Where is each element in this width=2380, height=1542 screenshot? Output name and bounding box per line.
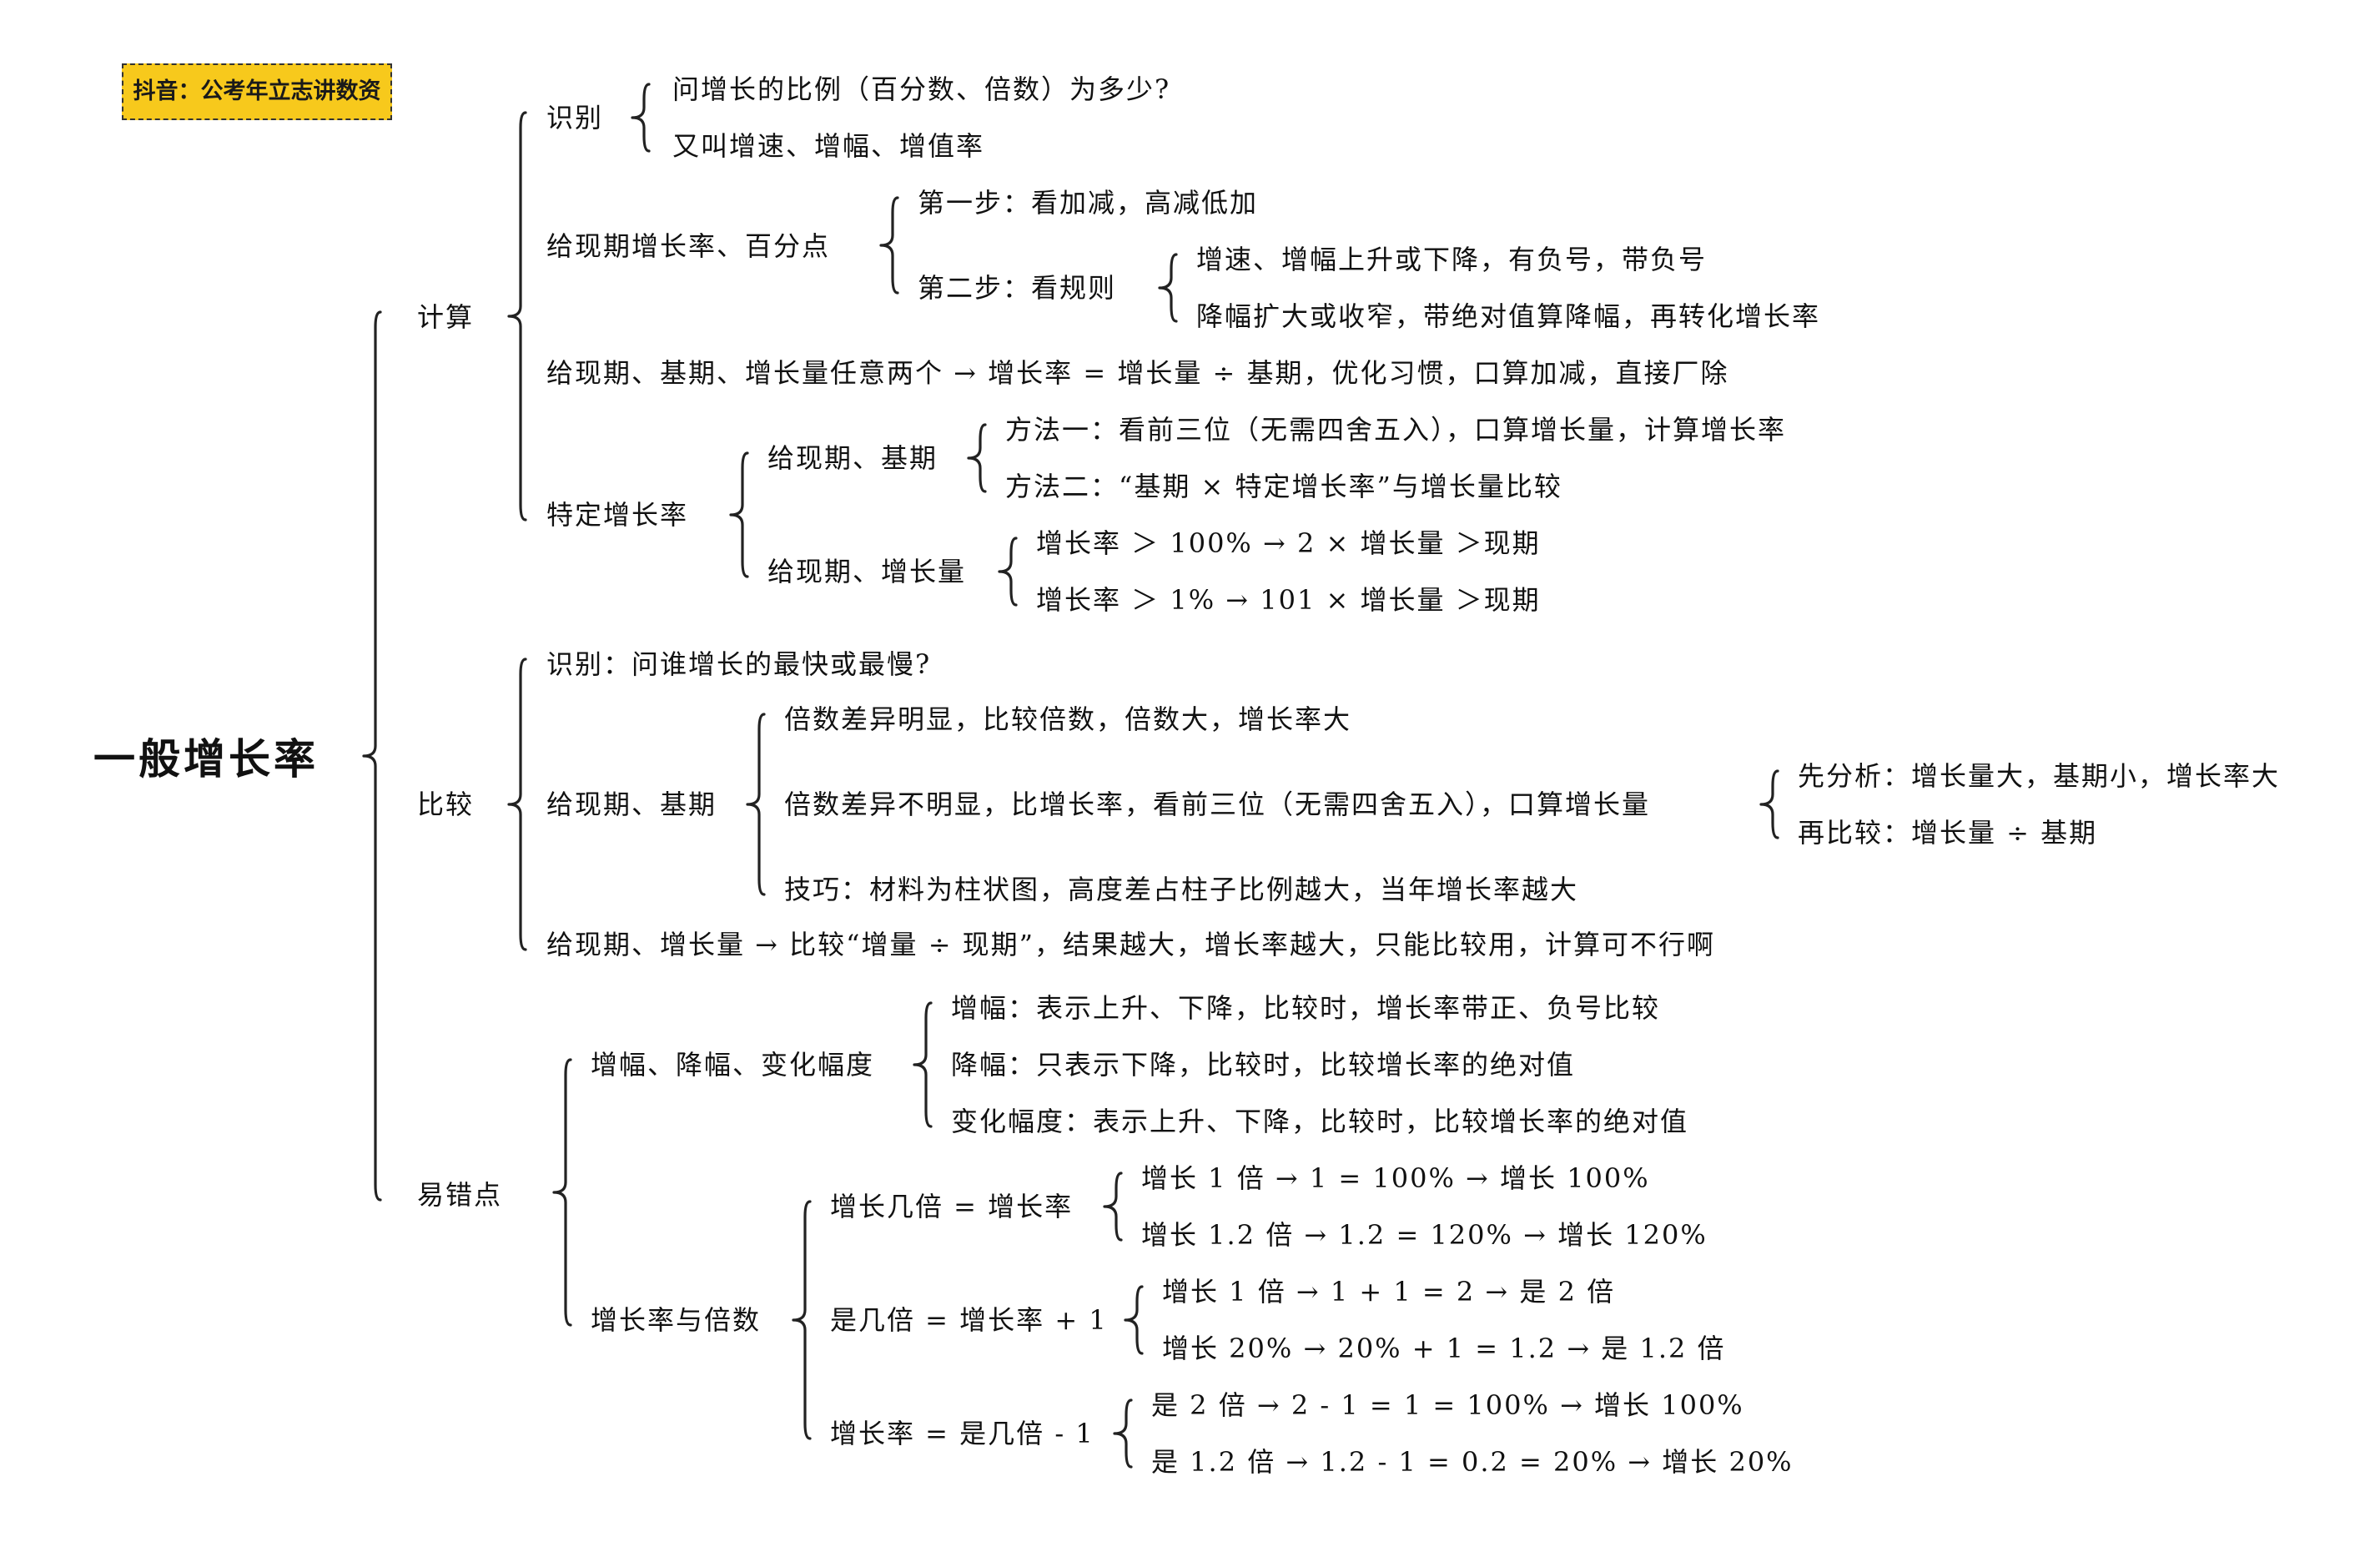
node-specific-base: 给现期、基期: [767, 442, 938, 474]
leaf-g2-1: 增长 1 倍 → 1 + 1 = 2 → 是 2 倍: [1162, 1276, 1616, 1308]
leaf-step1: 第一步：看加减，高减低加: [918, 187, 1259, 219]
node-calc: 计算: [417, 301, 475, 333]
node-g3: 增长率 = 是几倍 - 1: [830, 1418, 1094, 1449]
brace-specific-inc: [998, 537, 1018, 607]
root-topic: 一般增长率: [93, 734, 319, 784]
node-calc-identify: 识别: [546, 102, 604, 134]
node-step2: 第二步：看规则: [918, 272, 1117, 304]
brace-calc-identify: [631, 83, 651, 153]
leaf-step2-2: 降幅扩大或收窄，带绝对值算降幅，再转化增长率: [1196, 300, 1821, 332]
node-mistakes: 易错点: [417, 1179, 503, 1211]
brace-specific-base: [967, 423, 987, 493]
leaf-amp-3: 变化幅度：表示上升、下降，比较时，比较增长率的绝对值: [951, 1106, 1689, 1137]
leaf-g1-2: 增长 1.2 倍 → 1.2 = 120% → 增长 120%: [1141, 1219, 1708, 1251]
brace-not-obvious: [1759, 769, 1779, 839]
leaf-amp-2: 降幅：只表示下降，比较时，比较增长率的绝对值: [951, 1049, 1576, 1081]
leaf-g3-1: 是 2 倍 → 2 - 1 = 1 = 100% → 增长 100%: [1151, 1389, 1744, 1421]
leaf-given-two: 给现期、基期、增长量任意两个 → 增长率 = 增长量 ÷ 基期，优化习惯，口算加…: [546, 357, 1729, 389]
author-badge: 抖音：公考年立志讲数资: [122, 63, 392, 120]
brace-compare-base: [746, 713, 766, 896]
leaf-method1: 方法一：看前三位（无需四舍五入），口算增长量，计算增长率: [1005, 414, 1787, 446]
brace-mistakes: [552, 1058, 572, 1327]
leaf-inc-2: 增长率 ＞ 1% → 101 × 增长量 ＞现期: [1036, 584, 1541, 616]
leaf-amp-1: 增幅：表示上升、下降，比较时，增长率带正、负号比较: [951, 992, 1661, 1024]
brace-g2: [1124, 1285, 1144, 1355]
leaf-step2-1: 增速、增幅上升或下降，有负号，带负号: [1196, 244, 1708, 275]
brace-g1: [1103, 1172, 1123, 1242]
node-amplitude: 增幅、降幅、变化幅度: [591, 1049, 875, 1081]
leaf-analyze: 先分析：增长量大，基期小，增长率大: [1798, 760, 2281, 792]
leaf-calc-identify-2: 又叫增速、增幅、增值率: [672, 130, 985, 162]
leaf-calc-identify-1: 问增长的比例（百分数、倍数）为多少?: [672, 73, 1171, 105]
node-specific-inc: 给现期、增长量: [767, 556, 967, 587]
brace-rate-multiple: [792, 1200, 812, 1440]
leaf-method2: 方法二：“基期 × 特定增长率”与增长量比较: [1005, 471, 1562, 502]
brace-given-rate: [879, 196, 899, 295]
brace-specific: [729, 451, 749, 578]
brace-calc: [507, 111, 527, 522]
node-specific: 特定增长率: [546, 499, 689, 531]
leaf-g3-2: 是 1.2 倍 → 1.2 - 1 = 0.2 = 20% → 增长 20%: [1151, 1446, 1794, 1478]
brace-compare: [507, 658, 527, 951]
leaf-compare-identify: 识别：问谁增长的最快或最慢?: [546, 648, 932, 680]
node-rate-multiple: 增长率与倍数: [591, 1304, 762, 1336]
node-compare-base: 给现期、基期: [546, 789, 717, 820]
leaf-obvious: 倍数差异明显，比较倍数，倍数大，增长率大: [784, 703, 1352, 735]
leaf-g2-2: 增长 20% → 20% + 1 = 1.2 → 是 1.2 倍: [1162, 1333, 1726, 1364]
leaf-g1-1: 增长 1 倍 → 1 = 100% → 增长 100%: [1141, 1162, 1650, 1194]
brace-amplitude: [913, 1001, 933, 1128]
node-g2: 是几倍 = 增长率 + 1: [830, 1304, 1108, 1336]
leaf-compare-inc: 给现期、增长量 → 比较“增量 ÷ 现期”，结果越大，增长率越大，只能比较用，计…: [546, 929, 1716, 960]
leaf-compare-formula: 再比较：增长量 ÷ 基期: [1798, 817, 2098, 849]
brace-step2: [1158, 253, 1178, 323]
leaf-tip: 技巧：材料为柱状图，高度差占柱子比例越大，当年增长率越大: [784, 874, 1579, 905]
leaf-inc-1: 增长率 ＞ 100% → 2 × 增长量 ＞现期: [1036, 527, 1541, 559]
node-given-rate: 给现期增长率、百分点: [546, 230, 831, 262]
node-compare: 比较: [417, 789, 475, 820]
node-not-obvious: 倍数差异不明显，比增长率，看前三位（无需四舍五入），口算增长量: [784, 789, 1651, 820]
node-g1: 增长几倍 = 增长率: [830, 1191, 1074, 1222]
brace-root: [362, 310, 382, 1202]
brace-g3: [1113, 1398, 1133, 1469]
